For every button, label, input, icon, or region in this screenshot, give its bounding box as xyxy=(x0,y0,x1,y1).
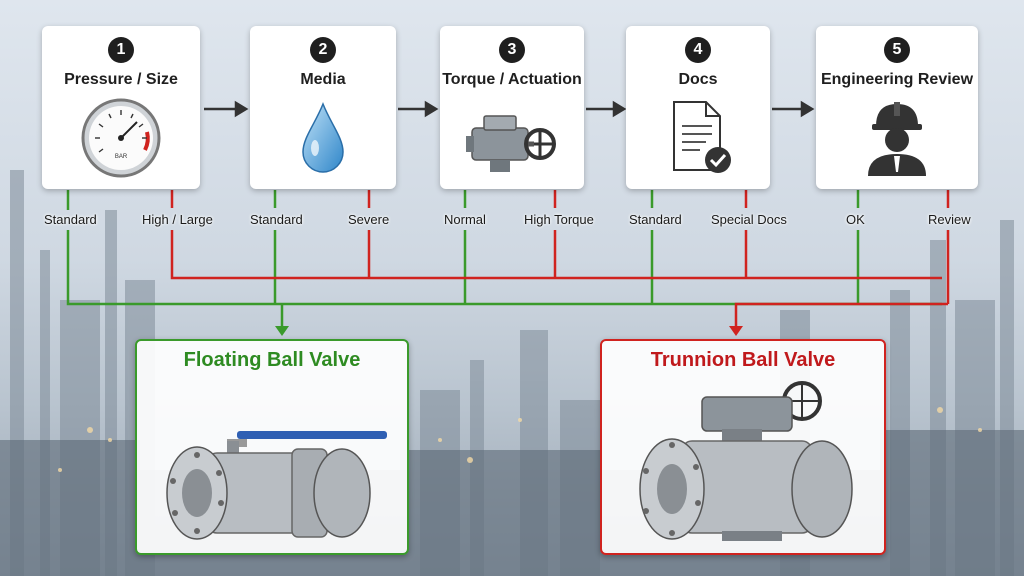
step-number: 4 xyxy=(685,37,711,63)
step-card-pressure-size: 1 Pressure / Size BAR xyxy=(42,26,200,189)
branch-label-high-torque: High Torque xyxy=(524,212,594,227)
step-title: Torque / Actuation xyxy=(442,71,582,88)
step-title: Engineering Review xyxy=(820,71,974,88)
step-number: 5 xyxy=(884,37,910,63)
step-number: 3 xyxy=(499,37,525,63)
branch-label-review: Review xyxy=(928,212,971,227)
pressure-gauge-icon: BAR xyxy=(79,96,163,185)
result-title: Trunnion Ball Valve xyxy=(650,349,836,371)
branch-label-severe: Severe xyxy=(348,212,390,227)
red-path xyxy=(170,230,942,280)
result-trunnion-ball-valve: Trunnion Ball Valve xyxy=(600,339,886,555)
branch-label-special-docs: Special Docs xyxy=(711,212,787,227)
branch-label-normal: Normal xyxy=(444,212,486,227)
branch-label-ok: OK xyxy=(846,212,865,227)
branch-label-standard: Standard xyxy=(44,212,97,227)
step-title: Media xyxy=(300,71,346,88)
gauge-unit: BAR xyxy=(115,154,128,160)
branch-label-standard: Standard xyxy=(250,212,303,227)
trunnion-ball-valve-image xyxy=(602,381,884,556)
result-title: Floating Ball Valve xyxy=(183,349,361,371)
result-floating-ball-valve: Floating Ball Valve xyxy=(135,339,409,555)
step-card-torque-actuation: 3 Torque / Actuation xyxy=(440,26,584,189)
step-title: Pressure / Size xyxy=(64,71,178,88)
engineer-icon xyxy=(862,96,932,185)
document-check-icon xyxy=(658,96,738,185)
step-title: Docs xyxy=(678,71,718,88)
step-number: 1 xyxy=(108,37,134,63)
branch-label-standard: Standard xyxy=(629,212,682,227)
step-card-engineering-review: 5 Engineering Review xyxy=(816,26,978,189)
water-drop-icon xyxy=(293,96,353,185)
step-card-docs: 4 Docs xyxy=(626,26,770,189)
branch-label-high-large: High / Large xyxy=(142,212,213,227)
step-card-media: 2 Media xyxy=(250,26,396,189)
floating-ball-valve-image xyxy=(137,381,407,556)
step-number: 2 xyxy=(310,37,336,63)
gear-actuator-icon xyxy=(462,96,562,185)
